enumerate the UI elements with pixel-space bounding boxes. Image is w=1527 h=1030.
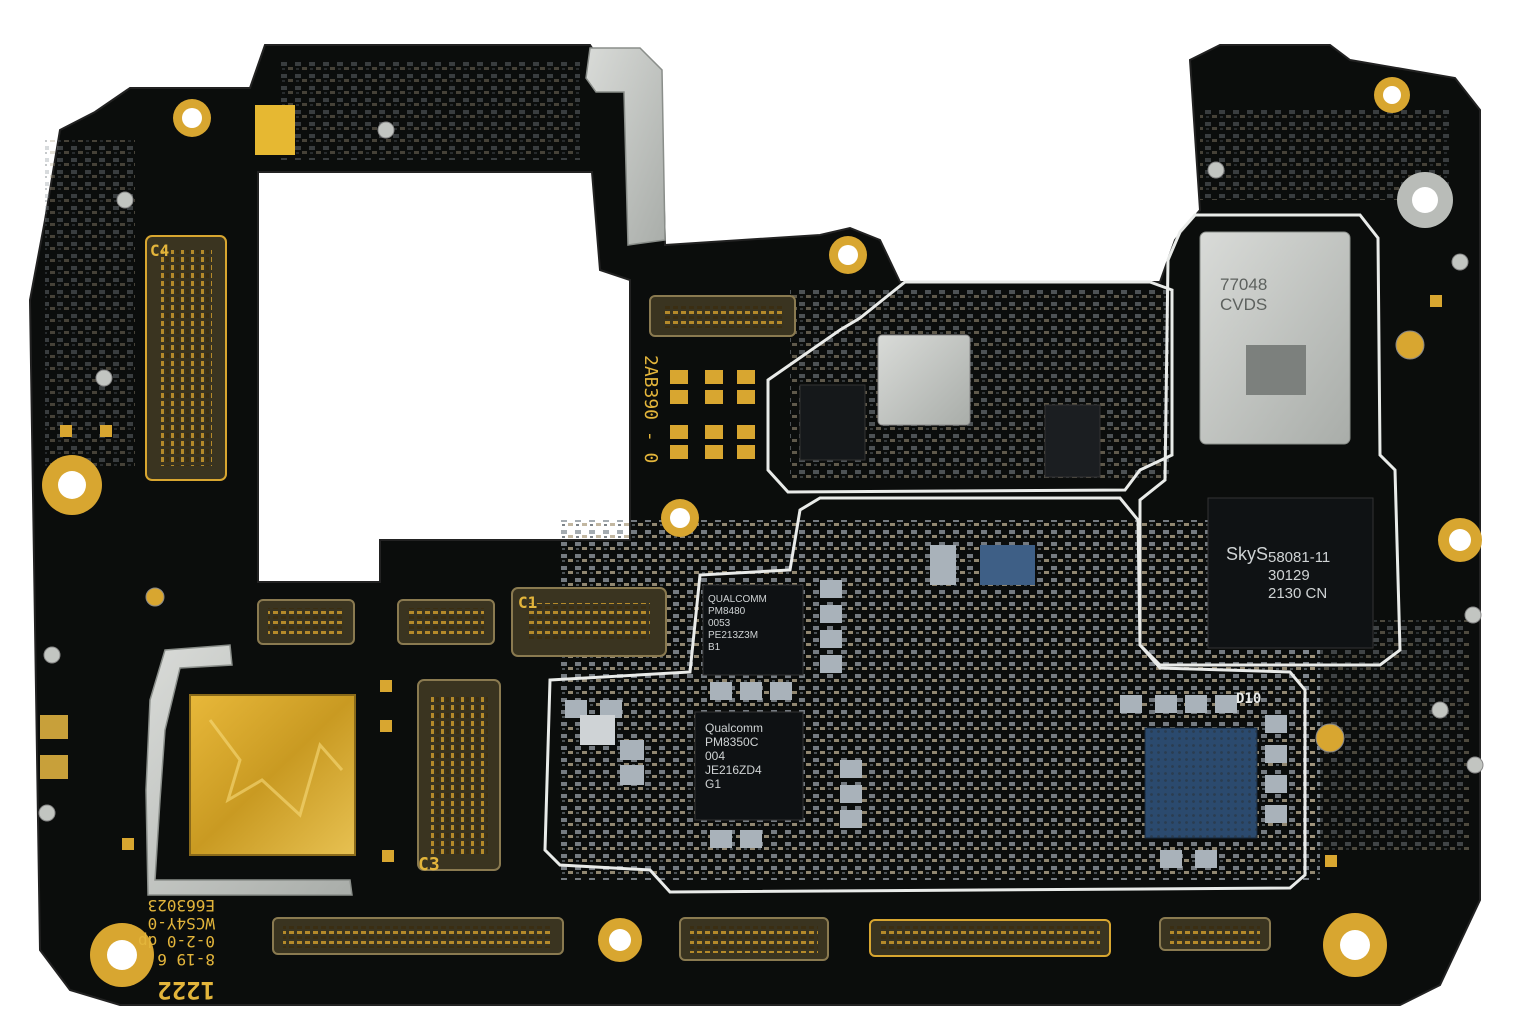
bga-chip-balls — [1145, 728, 1257, 838]
gold-shield-texture — [208, 719, 344, 818]
label-c4: C4 — [150, 241, 169, 260]
connector-c3 — [417, 679, 501, 871]
connector-bottom-3 — [869, 919, 1111, 957]
connector-top — [649, 295, 796, 337]
pmic-b-text: Qualcomm PM8350C 004 JE216ZD4 G1 — [705, 721, 766, 791]
corner-line-5: 1222 — [157, 976, 215, 1004]
rf-module-text: 77048 CVDS — [1220, 275, 1272, 314]
mounting-holes — [42, 77, 1482, 987]
shield-fence-rf — [766, 280, 1174, 494]
connector-small-2 — [397, 599, 495, 645]
connector-small-1 — [257, 599, 355, 645]
pmic-b-chip — [694, 711, 804, 821]
corner-line-4: 8-19 6 — [157, 950, 215, 969]
dark-chip-center — [1044, 404, 1101, 478]
corner-silkscreen: E663023 WCS4Y-0 0-2-0 dp 8-19 6 1222 — [138, 896, 215, 1004]
rf-module — [1199, 231, 1351, 445]
label-c3: C3 — [418, 854, 440, 875]
gold-shield — [189, 694, 356, 856]
metal-bracket-bottom — [145, 644, 353, 896]
passive-components — [565, 545, 1287, 868]
connector-bottom-1 — [272, 917, 564, 955]
connector-c4 — [145, 235, 227, 481]
label-c1: C1 — [518, 593, 537, 612]
label-d10: D10 — [1236, 691, 1261, 707]
label-board-code: 2AB390 - 0 — [640, 355, 661, 463]
connector-bottom-2 — [679, 917, 829, 961]
smd-field-top — [280, 60, 580, 160]
gold-pads — [40, 105, 1442, 867]
pmic-a-text: QUALCOMM PM8480 0053 PE213Z3M B1 — [708, 594, 770, 653]
silver-chip — [877, 334, 971, 426]
shield-fence-main — [543, 496, 1307, 894]
corner-line-1: E663023 — [148, 896, 215, 915]
rf-module-qr — [1246, 345, 1306, 395]
smd-field-left — [45, 140, 135, 470]
dark-chip-left — [799, 384, 866, 461]
skyworks-chip — [1207, 497, 1374, 649]
corner-line-3: 0-2-0 dp — [138, 932, 215, 951]
shield-fence-right — [1138, 213, 1402, 667]
skyworks-text: SkyS 58081-11 30129 2130 CN — [1226, 544, 1334, 602]
connector-c1 — [511, 587, 667, 657]
metal-bracket-top — [585, 47, 666, 246]
connector-bottom-4 — [1159, 917, 1271, 951]
pmic-a-chip — [702, 584, 804, 676]
corner-line-2: WCS4Y-0 — [148, 914, 215, 933]
coax-connectors — [38, 121, 1484, 822]
